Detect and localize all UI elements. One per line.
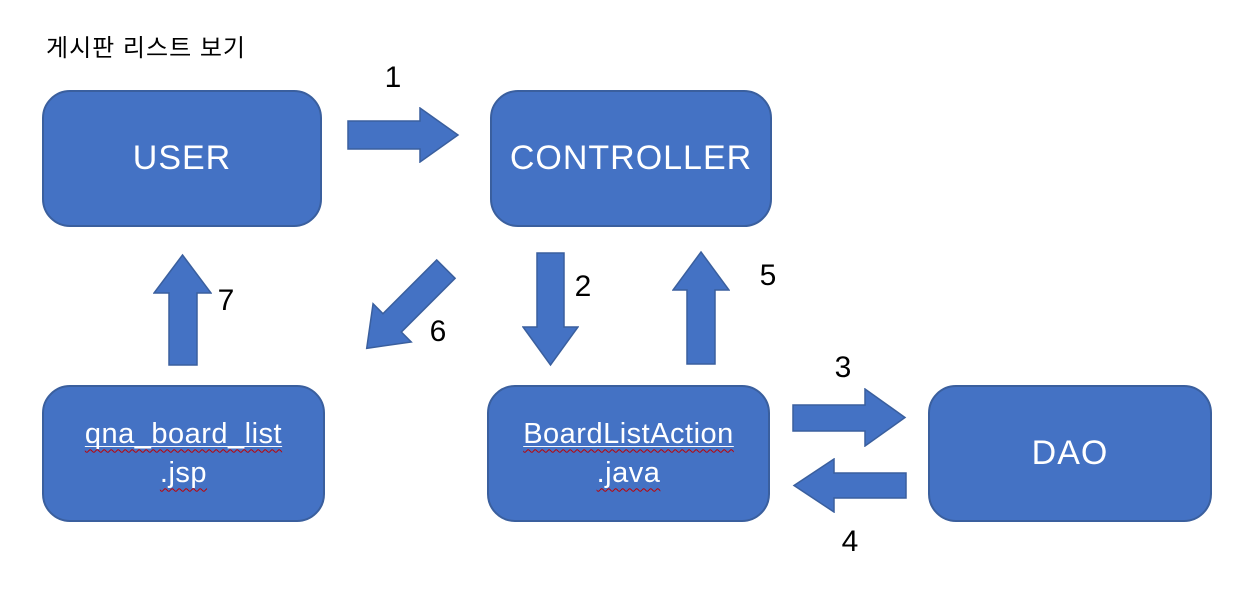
arrow-5-boardlistaction-to-controller-up-icon — [672, 250, 730, 365]
node-user-label: USER — [132, 138, 232, 177]
node-qna-board-list-jsp: qna_board_list .jsp — [42, 385, 325, 522]
arrow-3-number-label: 3 — [834, 351, 852, 384]
arrow-7-number-label: 7 — [217, 284, 235, 317]
node-qna-label-line2: .jsp — [159, 456, 208, 489]
node-boardlistaction-label-line2: .java — [596, 456, 661, 489]
arrow-3-boardlistaction-to-dao-right-icon — [792, 388, 907, 447]
arrow-1-number-label: 1 — [384, 61, 402, 94]
node-controller: CONTROLLER — [490, 90, 772, 227]
arrow-2-controller-to-boardlistaction-down-icon — [522, 252, 579, 367]
arrow-6-number-label: 6 — [429, 315, 447, 348]
arrow-1-user-to-controller-right-icon — [347, 107, 460, 163]
diagram-title: 게시판 리스트 보기 — [46, 35, 246, 62]
arrow-5-number-label: 5 — [759, 259, 777, 292]
arrow-4-dao-to-boardlistaction-left-icon — [792, 458, 907, 513]
node-boardlistaction-label-line1: BoardListAction — [523, 417, 734, 450]
arrow-2-number-label: 2 — [574, 270, 592, 303]
node-controller-label: CONTROLLER — [509, 138, 753, 177]
node-user: USER — [42, 90, 322, 227]
node-dao-label: DAO — [1031, 433, 1109, 472]
arrow-7-qna-to-user-up-icon — [153, 253, 212, 366]
node-boardlistaction-java: BoardListAction .java — [487, 385, 770, 522]
arrow-6-controller-to-qna-down-left-icon — [365, 258, 457, 350]
arrow-4-number-label: 4 — [841, 525, 859, 558]
node-dao: DAO — [928, 385, 1212, 522]
node-qna-label-line1: qna_board_list — [84, 417, 283, 450]
